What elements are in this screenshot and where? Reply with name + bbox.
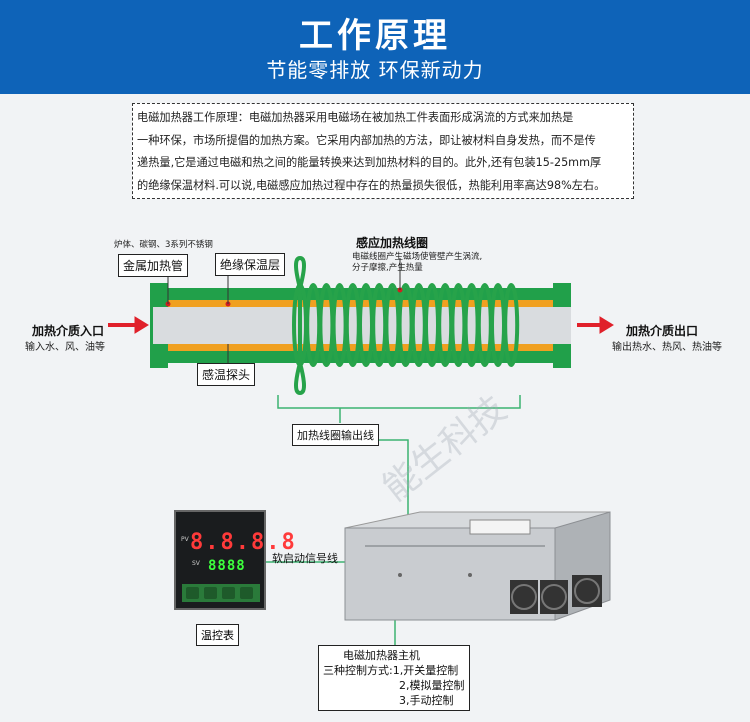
host-mode-3-text: 3,手动控制 — [399, 694, 454, 707]
induction-coil-turns — [292, 283, 520, 367]
induction-coil — [294, 255, 306, 396]
host-mode-2-text: 2,模拟量控制 — [399, 679, 465, 692]
controller-keypad — [182, 584, 260, 602]
temperature-controller: PV 8.8.8.8 SV 8888 — [174, 510, 295, 610]
coil-turn — [503, 283, 520, 367]
coil-note-line: 电磁线圈产生磁场使管壁产生涡流, — [352, 252, 483, 262]
metal-pipe-label: 金属加热管 — [118, 254, 189, 277]
page-title: 工作原理 — [299, 16, 451, 56]
pipe-material-note: 炉体、碳钢、3系列不锈钢 — [114, 240, 213, 250]
description-line: 电磁加热器工作原理：电磁加热器采用电磁场在被加热工件表面形成涡流的方式来加热是 — [137, 111, 574, 124]
heater-host-unit — [344, 511, 611, 621]
description-line: 一种环保，市场所提倡的加热方案。它采用内部加热的方法，即让被材料自身发热，而不是… — [137, 133, 596, 147]
host-label: 电磁加热器主机 三种控制方式:1,开关量控制 3,手动控制 2,模拟量控制 3,… — [318, 645, 470, 711]
description-line: 递热量,它是通过电磁和热之间的能量转换来达到加热材料的目的。此外,还有包装15-… — [137, 156, 602, 169]
temp-probe-label: 感温探头 — [197, 363, 256, 386]
outlet-arrow — [577, 316, 614, 334]
coil-note-line: 分子摩擦,产生热量 — [352, 263, 423, 273]
host-mode-1: 三种控制方式:1,开关量控制 — [323, 664, 459, 677]
soft-start-label: 软启动信号线 — [272, 552, 338, 565]
coil-output-label: 加热线圈输出线 — [292, 424, 379, 446]
header-banner: 工作原理 节能零排放 环保新动力 — [0, 0, 750, 94]
inlet-label: 加热介质入口 — [32, 324, 105, 338]
inlet-note: 输入水、风、油等 — [25, 342, 105, 353]
outlet-note: 输出热水、热风、热油等 — [612, 342, 722, 353]
sv-label: SV — [192, 560, 200, 567]
set-key[interactable] — [186, 587, 199, 599]
insulation-label: 绝缘保温层 — [215, 253, 286, 276]
description-line: 的绝缘保温材料.可以说,电磁感应加热过程中存在的热量损失很低，热能利用率高达98… — [137, 178, 606, 192]
pv-label: PV — [181, 536, 189, 543]
shift-key[interactable] — [204, 587, 217, 599]
inlet-arrow — [108, 316, 149, 334]
coil-label: 感应加热线圈 — [356, 236, 429, 250]
outlet-label: 加热介质出口 — [626, 324, 699, 338]
pv-display: 8.8.8.8 — [190, 530, 297, 555]
controller-label: 温控表 — [196, 624, 239, 646]
sv-display: 8888 — [208, 558, 246, 574]
down-key[interactable] — [222, 587, 235, 599]
coil-note: 电磁线圈产生磁场使管壁产生涡流, 分子摩擦,产生热量 — [352, 252, 482, 274]
page-subtitle: 节能零排放 环保新动力 — [266, 58, 484, 82]
host-title: 电磁加热器主机 — [343, 649, 420, 662]
description-box: 电磁加热器工作原理：电磁加热器采用电磁场在被加热工件表面形成涡流的方式来加热是 … — [132, 103, 634, 199]
up-key[interactable] — [240, 587, 253, 599]
